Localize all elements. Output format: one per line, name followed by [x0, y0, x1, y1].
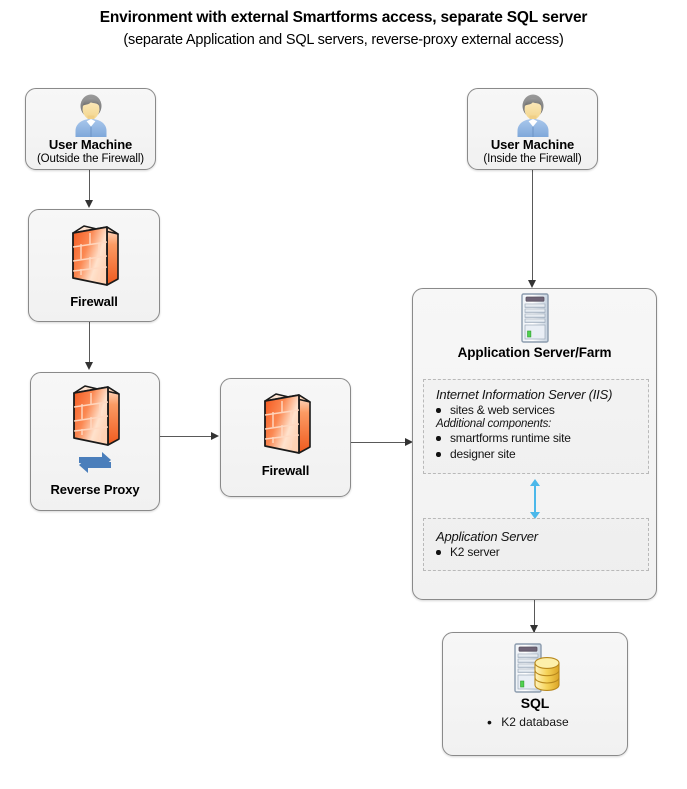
blue-arrow-up-head — [530, 479, 540, 486]
node-sql[interactable]: SQL K2 database — [442, 632, 628, 756]
exchange-arrows-icon — [79, 452, 111, 473]
section-application-server: Application Server K2 server — [423, 518, 649, 571]
list-item: sites & web services — [428, 402, 644, 418]
list-item: K2 database — [443, 714, 627, 730]
firewall-icon-wrap-inner — [221, 389, 350, 459]
section-application-server-bullets: K2 server — [428, 544, 644, 560]
firewall-icon-wrap-outer — [29, 221, 159, 291]
node-label-user-machine-inside: User Machine — [490, 137, 575, 152]
connector-user-outside-to-firewall — [89, 170, 91, 202]
arrowhead-right-app-server — [405, 438, 413, 446]
node-label-firewall-outer: Firewall — [70, 294, 118, 309]
arrowhead-down-app-server — [528, 280, 536, 288]
server-icon-wrap-app — [413, 293, 656, 343]
firewall-brick-icon — [72, 225, 119, 286]
user-icon — [517, 94, 548, 137]
server-database-icon-wrap — [443, 643, 627, 697]
arrowhead-down-firewall-outer — [85, 200, 93, 208]
node-user-machine-inside[interactable]: User Machine (Inside the Firewall) — [467, 88, 598, 170]
connector-firewall-inner-to-app-server — [351, 442, 408, 444]
node-label-sql: SQL — [520, 695, 550, 711]
node-sublabel-user-machine-inside: (Inside the Firewall) — [483, 153, 582, 165]
firewall-brick-icon — [263, 393, 311, 454]
node-application-server-farm[interactable]: Application Server/Farm Internet Informa… — [412, 288, 657, 600]
sql-bullet-list: K2 database — [443, 714, 627, 730]
section-iis-subheading: Additional components: — [436, 418, 552, 430]
arrowhead-down-reverse-proxy — [85, 362, 93, 370]
user-icon — [75, 94, 106, 137]
list-item: smartforms runtime site — [428, 430, 644, 446]
section-application-server-heading: Application Server — [436, 529, 538, 544]
server-tower-icon — [520, 293, 549, 343]
section-iis-heading: Internet Information Server (IIS) — [436, 387, 613, 402]
section-iis-bullets: sites & web services — [428, 402, 644, 418]
node-label-firewall-inner: Firewall — [261, 463, 310, 478]
node-firewall-inner[interactable]: Firewall — [220, 378, 351, 497]
connector-app-server-to-sql — [534, 600, 536, 634]
node-label-user-machine-outside: User Machine — [48, 137, 133, 152]
section-iis-extra-bullets: smartforms runtime site designer site — [428, 430, 644, 462]
server-database-icon — [514, 643, 560, 693]
firewall-icon-wrap-proxy — [31, 381, 159, 451]
node-label-reverse-proxy: Reverse Proxy — [50, 482, 140, 497]
connector-reverse-proxy-to-firewall-inner — [159, 436, 213, 438]
node-reverse-proxy[interactable]: Reverse Proxy — [30, 372, 160, 511]
user-icon-wrap-inside — [468, 93, 597, 137]
arrowhead-down-sql — [530, 625, 538, 633]
node-firewall-outer[interactable]: Firewall — [28, 209, 160, 322]
list-item: designer site — [428, 446, 644, 462]
node-user-machine-outside[interactable]: User Machine (Outside the Firewall) — [25, 88, 156, 170]
connector-firewall-to-reverse-proxy — [89, 322, 91, 364]
section-iis: Internet Information Server (IIS) sites … — [423, 379, 649, 474]
diagram-subtitle: (separate Application and SQL servers, r… — [123, 32, 564, 48]
node-sublabel-user-machine-outside: (Outside the Firewall) — [36, 153, 145, 165]
blue-arrow-down-head — [530, 512, 540, 519]
arrowhead-right-firewall-inner — [211, 432, 219, 440]
exchange-arrows-icon-wrap — [31, 449, 159, 477]
diagram-title: Environment with external Smartforms acc… — [99, 9, 588, 26]
firewall-brick-icon — [73, 385, 120, 446]
node-label-application-server-farm: Application Server/Farm — [457, 345, 612, 360]
user-icon-wrap — [26, 93, 155, 137]
blue-arrow-shaft — [533, 485, 537, 513]
connector-user-inside-to-app-server — [532, 170, 534, 282]
list-item: K2 server — [428, 544, 644, 560]
